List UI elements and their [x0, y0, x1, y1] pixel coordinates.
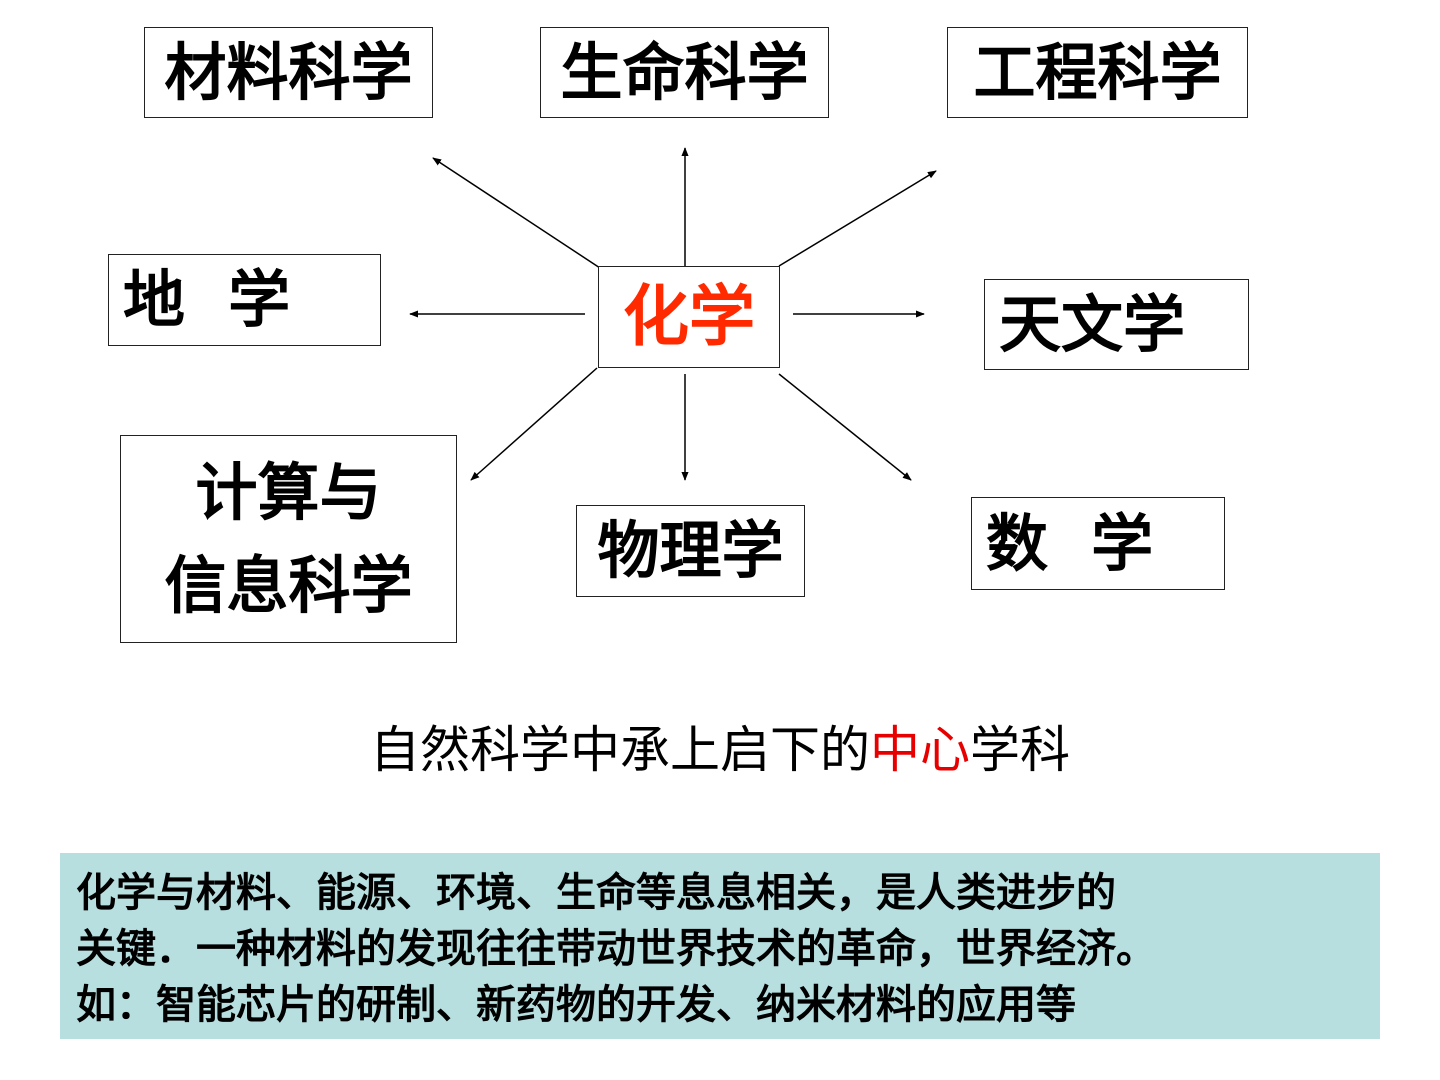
caption-before: 自然科学中承上启下的	[370, 721, 870, 779]
node-life-science-label: 生命科学	[560, 35, 809, 109]
node-mathematics-label: 数 学	[986, 506, 1154, 580]
node-chemistry-label: 化学	[623, 278, 755, 355]
node-physics: 物理学	[576, 505, 805, 597]
caption-after: 学科	[970, 721, 1070, 779]
node-computing-information-science: 计算与 信息科学	[120, 435, 457, 643]
node-geoscience: 地 学	[108, 254, 381, 346]
node-astronomy: 天文学	[984, 279, 1249, 370]
node-life-science: 生命科学	[540, 27, 829, 118]
node-materials-science-label: 材料科学	[164, 35, 413, 109]
node-computing-line1: 计算与	[195, 455, 382, 529]
node-physics-label: 物理学	[597, 514, 784, 587]
note-line-1: 化学与材料、能源、环境、生命等息息相关，是人类进步的	[76, 869, 1116, 916]
note-box: 化学与材料、能源、环境、生命等息息相关，是人类进步的 关键．一种材料的发现往往带…	[60, 853, 1380, 1039]
note-line-3: 如：智能芯片的研制、新药物的开发、纳米材料的应用等	[76, 981, 1076, 1028]
node-engineering-science: 工程科学	[947, 27, 1248, 118]
node-engineering-science-label: 工程科学	[973, 35, 1222, 109]
arrow-to-computing	[470, 367, 598, 481]
node-mathematics: 数 学	[971, 497, 1225, 590]
node-chemistry: 化学	[598, 266, 780, 368]
arrow-to-materials	[432, 157, 601, 269]
note-line-2: 关键．一种材料的发现往往带动世界技术的革命，世界经济。	[76, 925, 1156, 972]
node-astronomy-label: 天文学	[999, 287, 1186, 361]
node-materials-science: 材料科学	[144, 27, 433, 118]
node-computing-line2: 信息科学	[164, 548, 413, 622]
caption: 自然科学中承上启下的中心学科	[0, 710, 1440, 782]
node-geoscience-label: 地 学	[123, 263, 291, 336]
caption-highlight: 中心	[870, 721, 970, 779]
arrow-to-engineering	[778, 170, 937, 267]
arrow-to-math	[778, 373, 912, 481]
